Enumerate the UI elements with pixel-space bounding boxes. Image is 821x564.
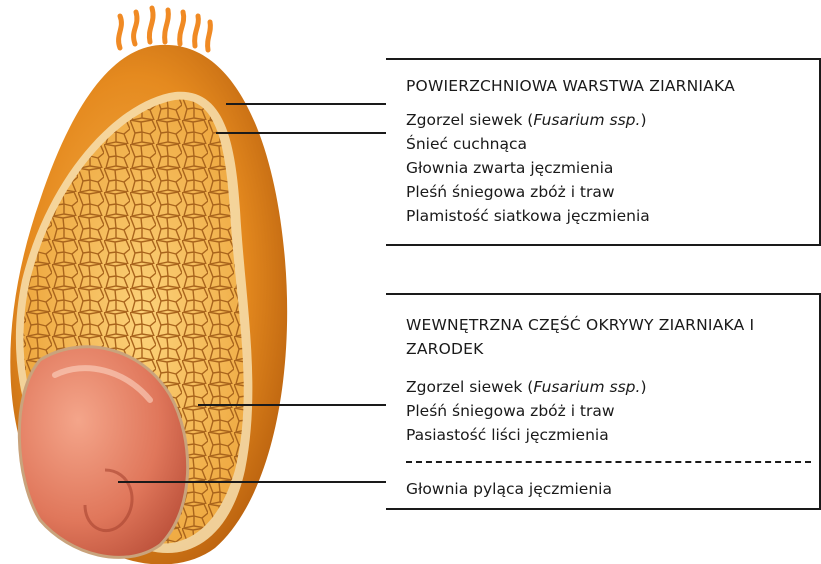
brush-hairs xyxy=(119,8,211,50)
inner-layer-disease-list: Zgorzel siewek (Fusarium ssp.) Pleśń śni… xyxy=(406,375,647,447)
inner-layer-heading: WEWNĘTRZNA CZĘŚĆ OKRYWY ZIARNIAKA I ZARO… xyxy=(406,313,766,361)
list-item: Plamistość siatkowa jęczmienia xyxy=(406,204,650,228)
dashed-divider xyxy=(406,461,811,463)
inner-layer-panel: WEWNĘTRZNA CZĘŚĆ OKRYWY ZIARNIAKA I ZARO… xyxy=(386,293,821,510)
embryo-disease-label: Głownia pyląca jęczmienia xyxy=(406,477,612,501)
list-item: Pleśń śniegowa zbóż i traw xyxy=(406,399,647,423)
list-item: Zgorzel siewek (Fusarium ssp.) xyxy=(406,375,647,399)
surface-layer-panel: POWIERZCHNIOWA WARSTWA ZIARNIAKA Zgorzel… xyxy=(386,58,821,246)
surface-layer-heading: POWIERZCHNIOWA WARSTWA ZIARNIAKA xyxy=(406,74,735,98)
list-item: Pasiastość liści jęczmienia xyxy=(406,423,647,447)
surface-layer-disease-list: Zgorzel siewek (Fusarium ssp.) Śnieć cuc… xyxy=(406,108,650,228)
list-item: Śnieć cuchnąca xyxy=(406,132,650,156)
list-item: Pleśń śniegowa zbóż i traw xyxy=(406,180,650,204)
list-item: Zgorzel siewek (Fusarium ssp.) xyxy=(406,108,650,132)
list-item: Głownia zwarta jęczmienia xyxy=(406,156,650,180)
